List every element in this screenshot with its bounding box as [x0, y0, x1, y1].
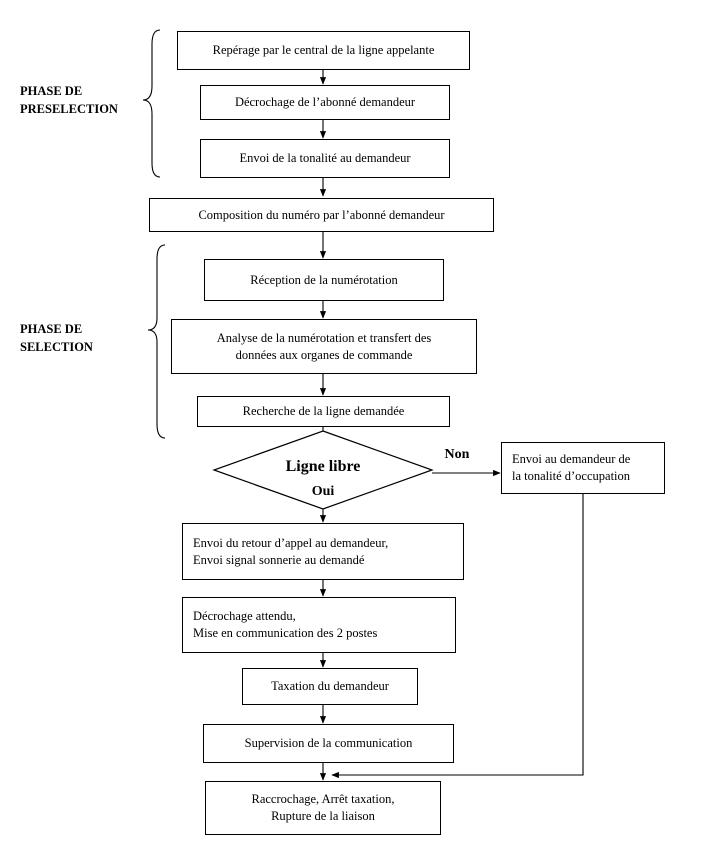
phase-preselection-label: PHASE DE PRESELECTION: [20, 84, 118, 116]
step-raccrochage: Raccrochage, Arrêt taxation, Rupture de …: [205, 781, 441, 835]
step-occupation: Envoi au demandeur de la tonalité d’occu…: [501, 442, 665, 494]
step-envoi-tonalite: Envoi de la tonalité au demandeur: [200, 139, 450, 178]
step-retour-appel: Envoi du retour d’appel au demandeur, En…: [182, 523, 464, 580]
phase-selection-label: PHASE DE SELECTION: [20, 322, 93, 354]
step-recherche: Recherche de la ligne demandée: [197, 396, 450, 427]
brace-selection: [147, 244, 166, 439]
step-reperage: Repérage par le central de la ligne appe…: [177, 31, 470, 70]
step-reception: Réception de la numérotation: [204, 259, 444, 301]
decision-yes-label: Oui: [311, 484, 335, 499]
decision-no-label: Non: [444, 447, 470, 462]
step-analyse: Analyse de la numérotation et transfert …: [171, 319, 477, 374]
decision-label: Ligne libre: [285, 458, 361, 475]
step-taxation: Taxation du demandeur: [242, 668, 418, 705]
brace-preselection: [142, 29, 161, 178]
step-decrochage-demandeur: Décrochage de l’abonné demandeur: [200, 85, 450, 120]
step-supervision: Supervision de la communication: [203, 724, 454, 763]
step-decrochage-attendu: Décrochage attendu, Mise en communicatio…: [182, 597, 456, 653]
step-composition: Composition du numéro par l’abonné deman…: [149, 198, 494, 232]
decision-diamond: [212, 430, 434, 510]
arrow-occupation-return: [331, 494, 584, 779]
